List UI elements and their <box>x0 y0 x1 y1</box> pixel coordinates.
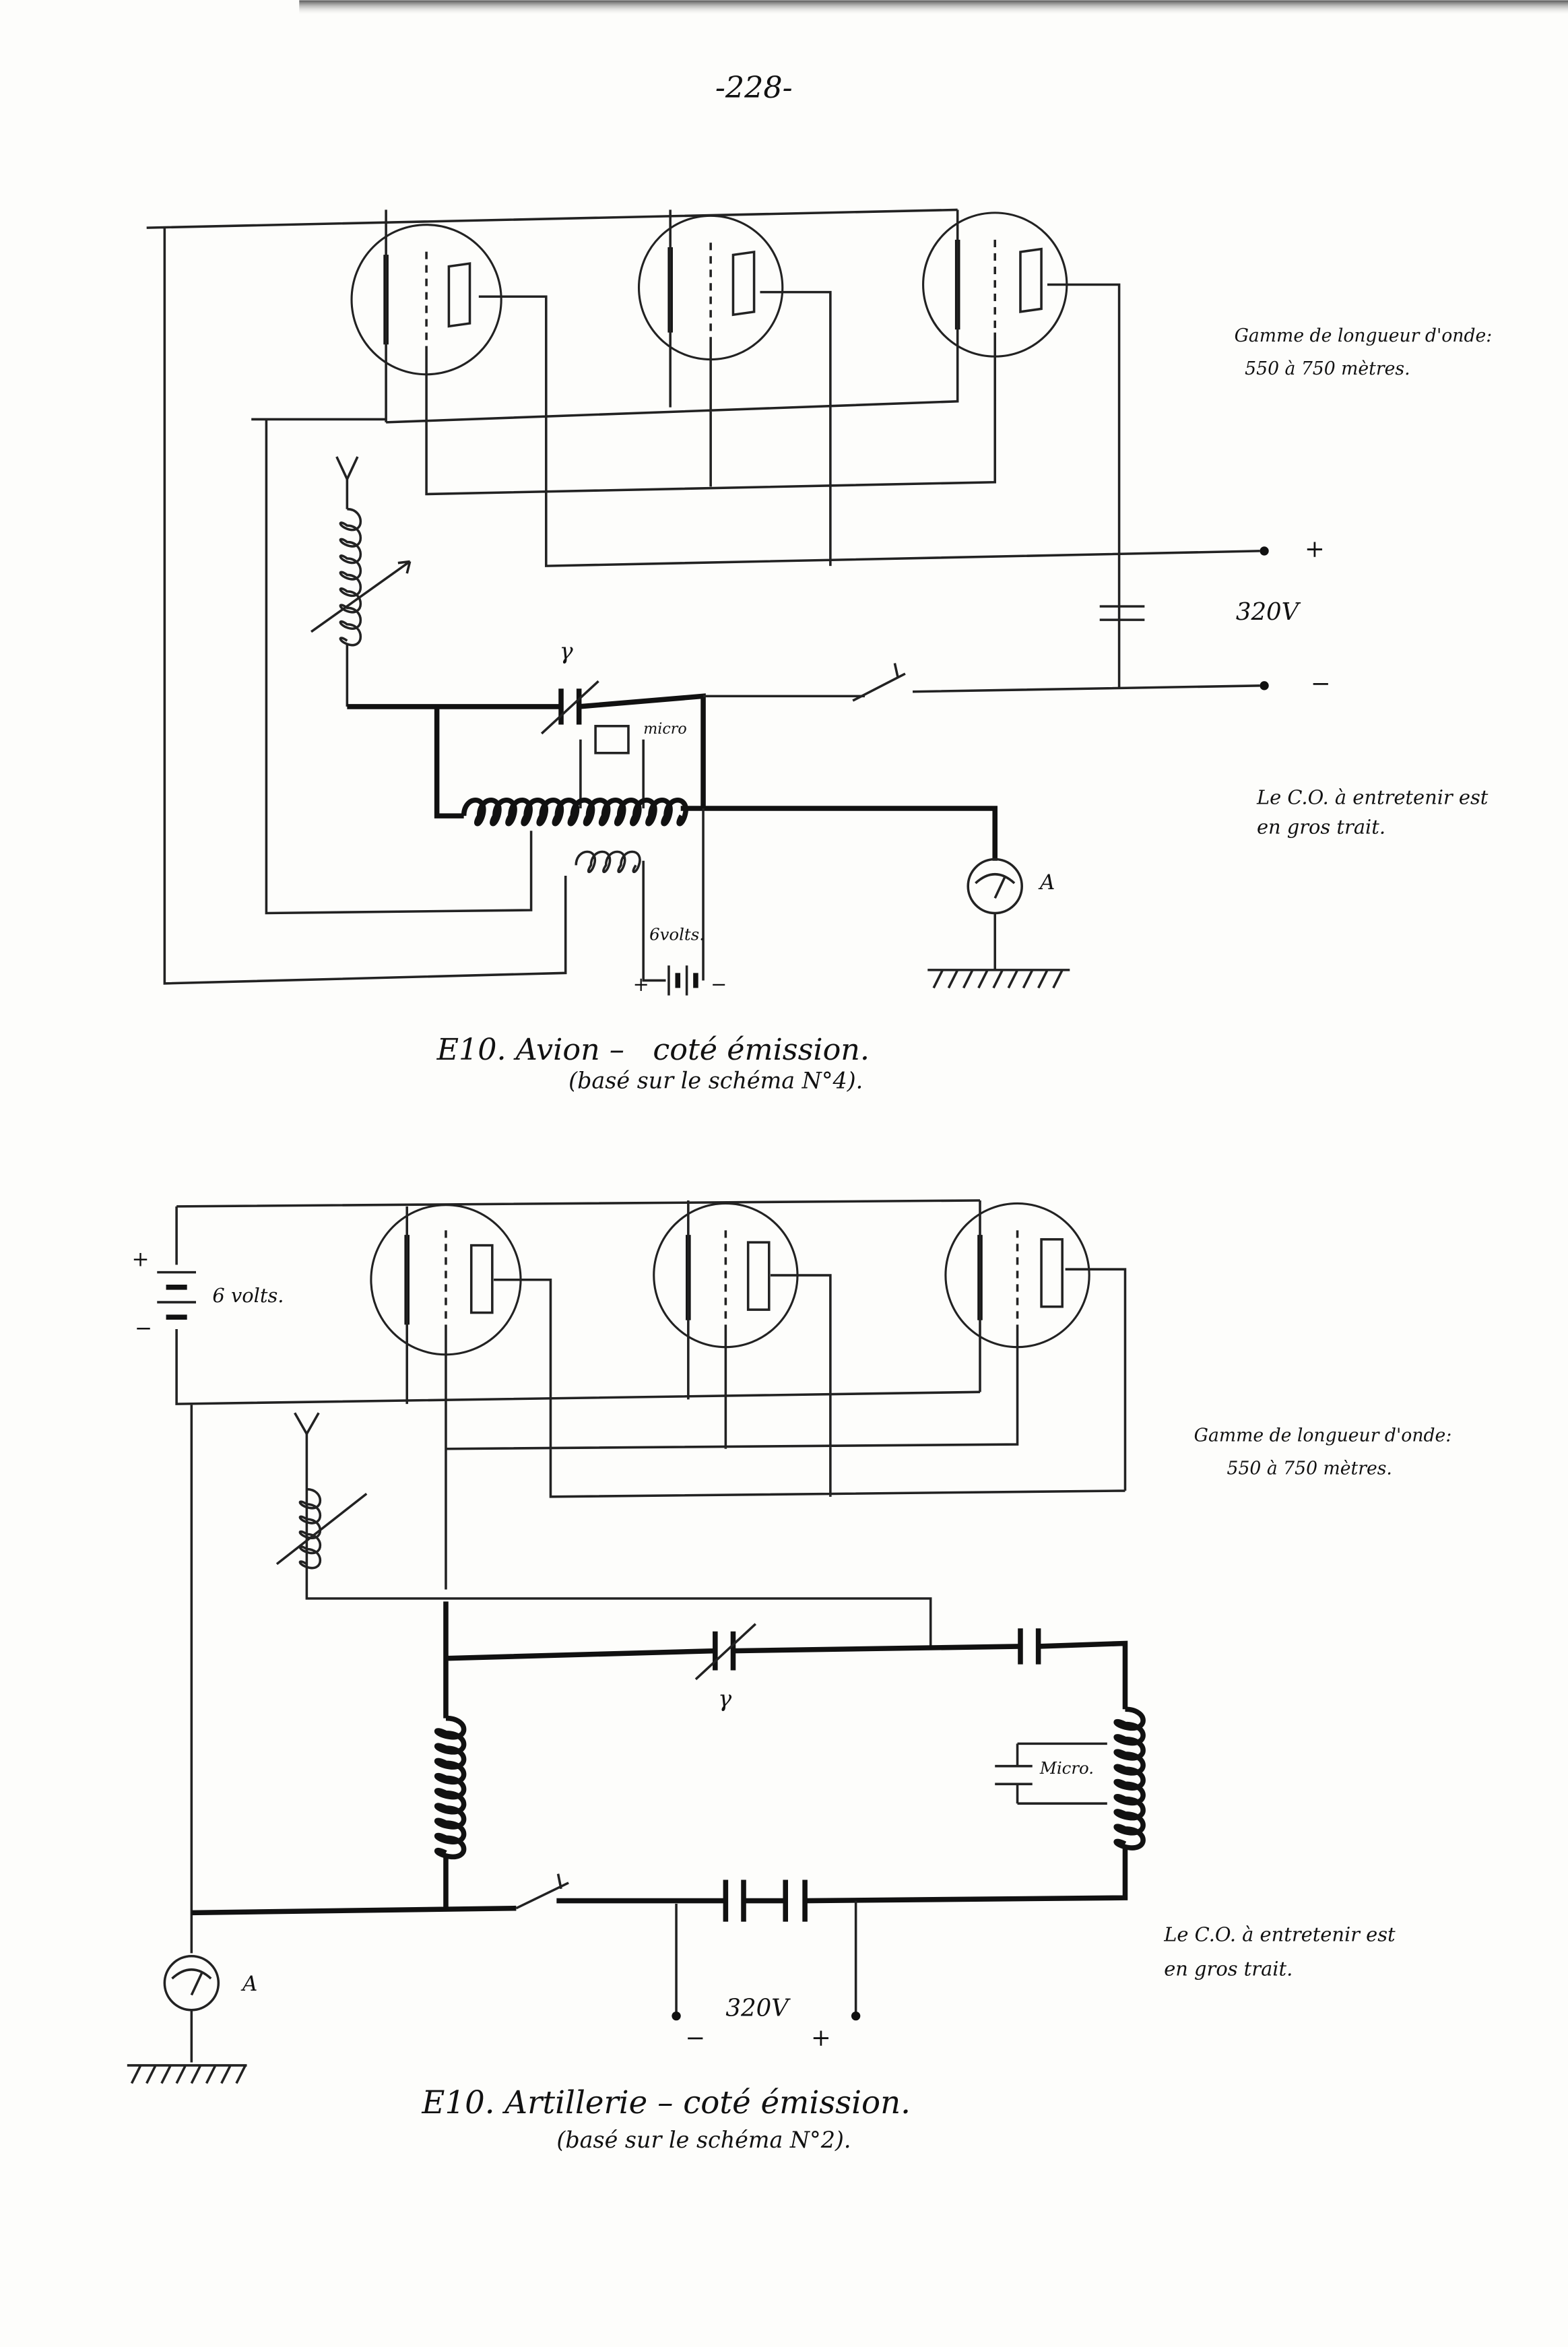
capacitor-pair <box>723 1879 808 1922</box>
ammeter-label: A <box>240 1972 257 1996</box>
battery-plus: + <box>633 973 649 996</box>
micro-label: Micro. <box>1039 1758 1094 1778</box>
voltage-label: 320V <box>725 1995 791 2022</box>
note-line-1: Le C.O. à entretenir est <box>1256 785 1489 808</box>
range-line-2: 550 à 750 mètres. <box>1227 1458 1392 1479</box>
ground-icon <box>927 913 1070 989</box>
terminal-minus <box>672 2011 681 2021</box>
capacitor <box>1099 605 1145 621</box>
tank-coil <box>461 798 688 827</box>
diagram-title: E10. Avion – coté émission. <box>436 1033 870 1067</box>
wire <box>175 1199 981 1954</box>
diagram-title: E10. Artillerie – coté émission. <box>421 2084 911 2121</box>
variable-arrow <box>311 560 412 633</box>
wire <box>146 208 958 985</box>
minus-label: − <box>1311 670 1331 698</box>
antenna-icon <box>294 1412 320 1437</box>
battery-label: 6 volts. <box>212 1284 284 1307</box>
battery-6v <box>157 1271 196 1320</box>
note-line-2: en gros trait. <box>1257 816 1385 839</box>
wire <box>579 739 645 808</box>
battery-label: 6volts. <box>649 924 705 944</box>
circuit-diagram-avion: γ micro 6volts. + − + − 320V A Gamme de … <box>146 208 1493 1093</box>
range-line-1: Gamme de longueur d'onde: <box>1194 1425 1452 1446</box>
page-number: -228- <box>715 71 793 105</box>
battery-minus: − <box>711 973 727 996</box>
wire <box>703 684 1260 698</box>
diagram-subtitle: (basé sur le schéma N°4). <box>568 1067 863 1093</box>
battery-plus: + <box>131 1248 149 1272</box>
ammeter <box>163 1955 220 2012</box>
coupling-coil <box>575 850 641 874</box>
wire <box>305 1200 1127 1646</box>
gamma-label: γ <box>560 638 573 664</box>
tank-coil-right <box>1113 1706 1146 1851</box>
ammeter <box>967 858 1023 915</box>
antenna-icon <box>335 456 359 482</box>
terminal-plus <box>1260 546 1269 556</box>
variable-capacitor <box>540 680 599 735</box>
note-line-1: Le C.O. à entretenir est <box>1163 1923 1396 1946</box>
circuit-diagram-artillerie: + − 6 volts. γ Micro. 320V − + A Gamme d… <box>127 1199 1452 2153</box>
battery-minus: − <box>135 1316 152 1341</box>
ammeter-label: A <box>1038 870 1055 895</box>
range-line-2: 550 à 750 mètres. <box>1245 358 1410 379</box>
voltage-label: 320V <box>1236 598 1301 626</box>
wire <box>1016 1742 1107 1805</box>
gamma-label: γ <box>718 1685 731 1712</box>
ground-icon <box>127 2010 247 2084</box>
range-line-1: Gamme de longueur d'onde: <box>1235 325 1493 346</box>
micro-label: micro <box>643 720 687 738</box>
antenna-coil <box>298 1487 322 1570</box>
morse-key[interactable] <box>515 1873 569 1910</box>
diagram-subtitle: (basé sur le schéma N°2). <box>556 2127 851 2153</box>
capacitor <box>1018 1628 1041 1665</box>
tank-coil-left <box>434 1715 467 1860</box>
battery-6v <box>667 965 698 996</box>
terminal-plus <box>851 2011 861 2021</box>
plus-label: + <box>811 2024 831 2052</box>
variable-capacitor <box>694 1623 757 1681</box>
variable-arrow <box>275 1492 368 1566</box>
wire <box>675 1900 857 2014</box>
morse-key[interactable] <box>852 663 906 702</box>
minus-label: − <box>685 2024 705 2052</box>
antenna-coil <box>339 507 362 647</box>
microphone <box>995 1764 1033 1786</box>
note-line-2: en gros trait. <box>1164 1958 1293 1981</box>
wire <box>251 210 1260 915</box>
terminal-minus <box>1260 681 1269 690</box>
wire <box>642 808 705 982</box>
oscillating-circuit <box>191 1601 1128 1916</box>
microphone <box>594 725 630 754</box>
plus-label: + <box>1305 536 1325 563</box>
scan-edge-shadow <box>299 0 1568 15</box>
